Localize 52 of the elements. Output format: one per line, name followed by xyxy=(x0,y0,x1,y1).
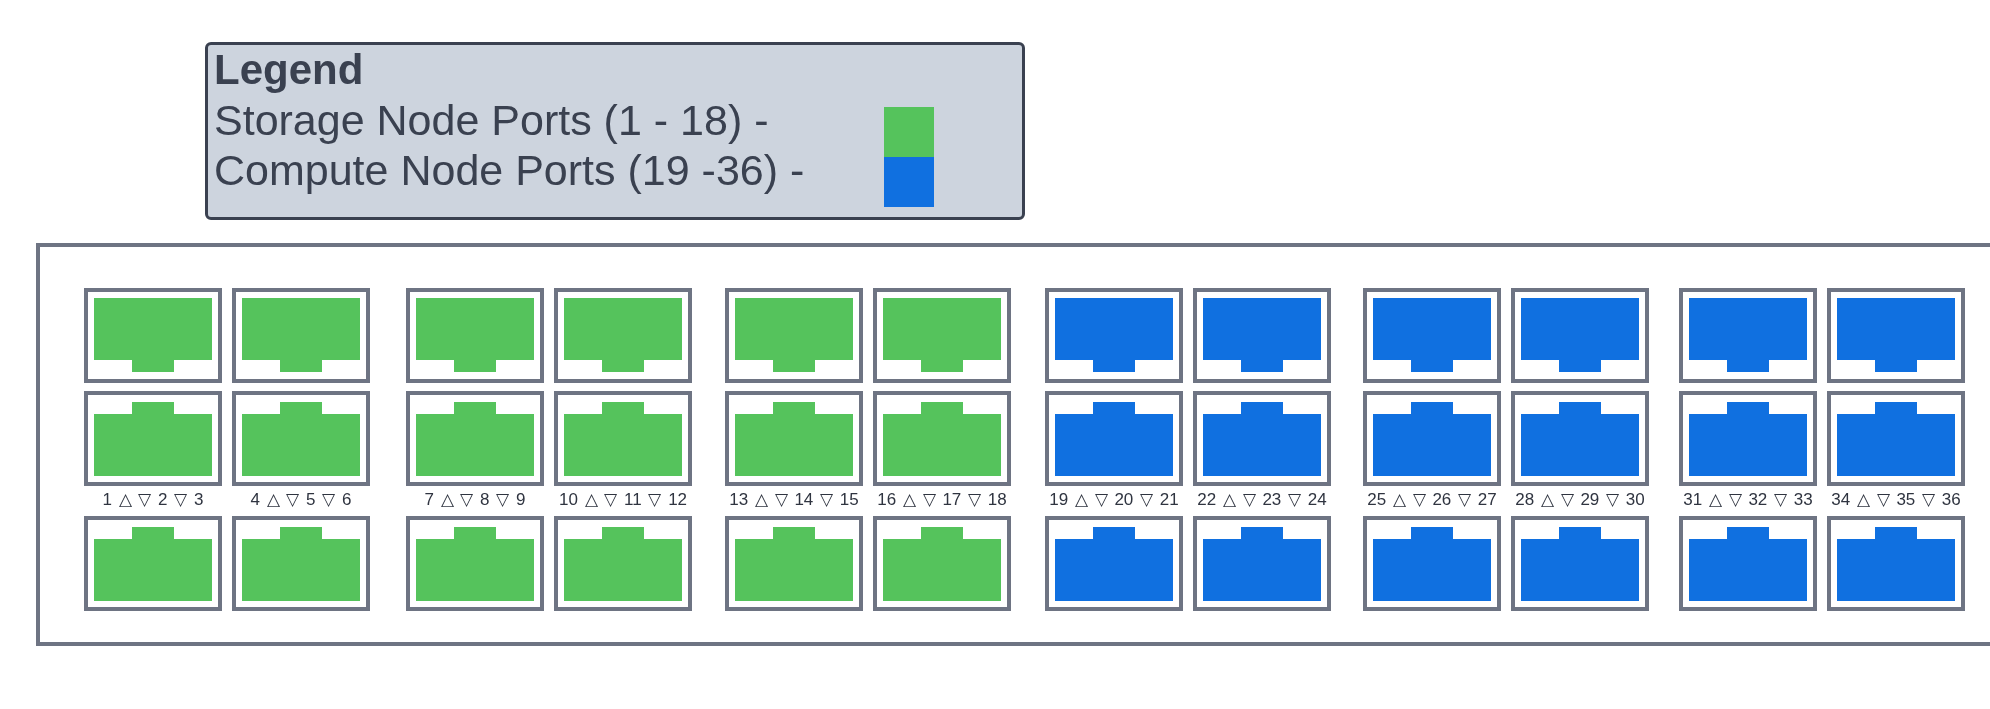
port-box xyxy=(554,391,692,486)
legend-text: Compute Node Ports (19 -36) - xyxy=(214,145,805,195)
port-box xyxy=(1679,288,1817,383)
port-box xyxy=(406,516,544,611)
port-box xyxy=(554,288,692,383)
port-box xyxy=(84,391,222,486)
port-box xyxy=(1511,391,1649,486)
port-box xyxy=(406,288,544,383)
port-box xyxy=(873,391,1011,486)
port-number-label: 19 △ ▽ 20 ▽ 21 xyxy=(1048,490,1180,510)
port-number-label: 4 △ ▽ 5 ▽ 6 xyxy=(249,490,353,510)
port-number-label: 28 △ ▽ 29 ▽ 30 xyxy=(1514,490,1646,510)
port-number-label: 16 △ ▽ 17 ▽ 18 xyxy=(876,490,1008,510)
port-number-label: 25 △ ▽ 26 ▽ 27 xyxy=(1366,490,1498,510)
port-number-label: 7 △ ▽ 8 ▽ 9 xyxy=(423,490,527,510)
port-number-label: 22 △ ▽ 23 ▽ 24 xyxy=(1196,490,1328,510)
port-box xyxy=(1679,391,1817,486)
port-box xyxy=(554,516,692,611)
port-box xyxy=(725,391,863,486)
port-box xyxy=(1045,288,1183,383)
port-box xyxy=(232,391,370,486)
port-box xyxy=(1679,516,1817,611)
port-box xyxy=(232,288,370,383)
port-box xyxy=(1193,516,1331,611)
port-box xyxy=(1045,516,1183,611)
port-box xyxy=(1511,516,1649,611)
port-box xyxy=(1193,288,1331,383)
port-box xyxy=(1363,391,1501,486)
port-number-label: 10 △ ▽ 11 ▽ 12 xyxy=(557,490,689,510)
legend-title: Legend xyxy=(214,45,364,95)
port-box xyxy=(1827,391,1965,486)
legend-text: Storage Node Ports (1 - 18) - xyxy=(214,95,769,145)
port-number-label: 31 △ ▽ 32 ▽ 33 xyxy=(1682,490,1814,510)
port-box xyxy=(84,288,222,383)
port-number-label: 1 △ ▽ 2 ▽ 3 xyxy=(101,490,205,510)
port-box xyxy=(232,516,370,611)
port-number-label: 34 △ ▽ 35 ▽ 36 xyxy=(1830,490,1962,510)
port-box xyxy=(1363,516,1501,611)
port-box xyxy=(725,516,863,611)
port-box xyxy=(1827,516,1965,611)
port-box xyxy=(873,516,1011,611)
switch-panel xyxy=(36,243,1990,646)
port-box xyxy=(84,516,222,611)
port-box xyxy=(1363,288,1501,383)
port-box xyxy=(873,288,1011,383)
port-box xyxy=(1511,288,1649,383)
port-box xyxy=(406,391,544,486)
port-box xyxy=(1045,391,1183,486)
port-box xyxy=(1193,391,1331,486)
port-box xyxy=(725,288,863,383)
port-box xyxy=(1827,288,1965,383)
port-number-label: 13 △ ▽ 14 ▽ 15 xyxy=(728,490,860,510)
